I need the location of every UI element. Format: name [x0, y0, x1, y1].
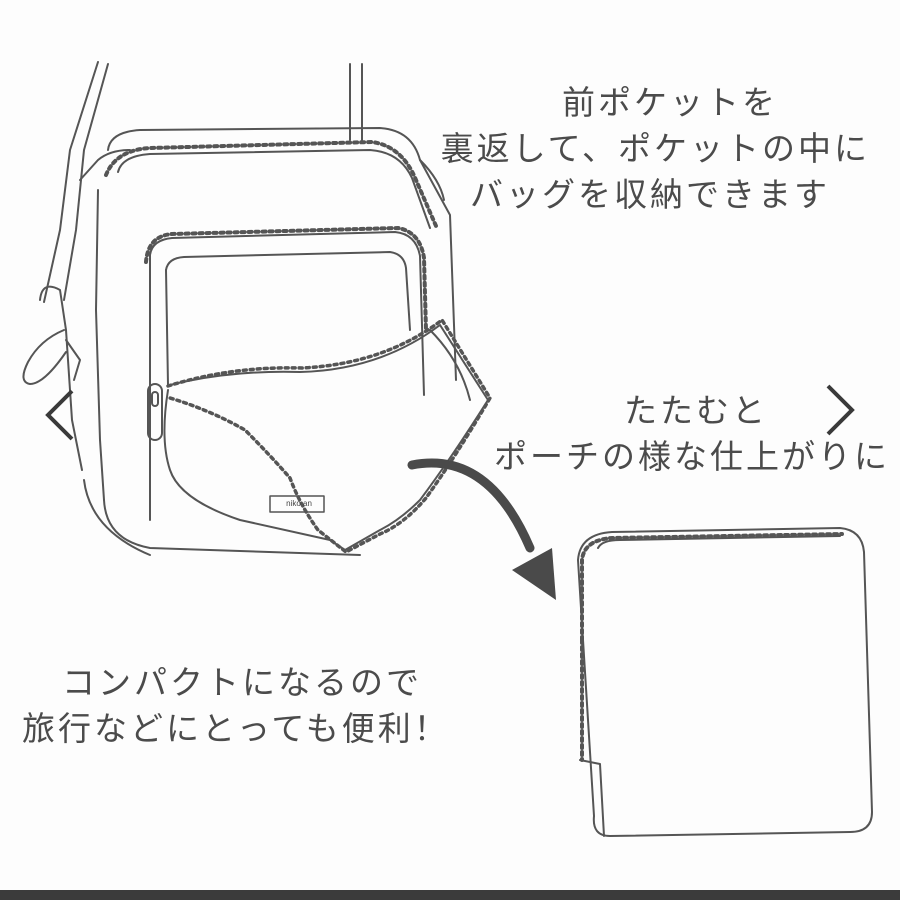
chevron-right-icon: [826, 384, 855, 436]
chevron-left-icon: [45, 389, 74, 441]
caption-line: コンパクトになるので: [62, 663, 422, 702]
carousel-next-button[interactable]: [820, 380, 860, 440]
caption-line: 裏返して、ポケットの中に: [440, 129, 870, 168]
bag-strap: [43, 61, 363, 303]
flap-stitch: [166, 318, 492, 554]
front-pocket: [149, 231, 425, 521]
caption-line: 前ポケットを: [562, 83, 778, 122]
caption-compact-travel: コンパクトになるので 旅行などにとっても便利！: [22, 660, 450, 752]
top-stitch: [104, 140, 438, 228]
caption-line: バッグを収納できます: [470, 175, 830, 214]
fold-arrow: [407, 458, 556, 600]
pocket-stitch: [144, 226, 428, 332]
caption-line: たたむと: [624, 391, 768, 430]
caption-line: ポーチの様な仕上がりに: [494, 437, 890, 476]
side-cord: [22, 329, 81, 385]
brand-tag-outline: [269, 495, 325, 513]
carousel-prev-button[interactable]: [40, 385, 80, 445]
pocket-flap: [163, 324, 489, 551]
caption-store-pocket: 前ポケットを 裏返して、ポケットの中に バッグを収納できます: [441, 80, 870, 218]
caption-line: 旅行などにとっても便利！: [22, 709, 450, 748]
bag-body: [39, 127, 457, 556]
caption-fold-pouch: たたむと ポーチの様な仕上がりに: [494, 388, 890, 480]
brand-tag-text: niko an: [286, 499, 312, 508]
zipper-pull: [147, 383, 163, 441]
folded-pouch: [577, 527, 873, 837]
pouch-stitch: [580, 532, 844, 642]
bottom-divider: [0, 890, 900, 900]
